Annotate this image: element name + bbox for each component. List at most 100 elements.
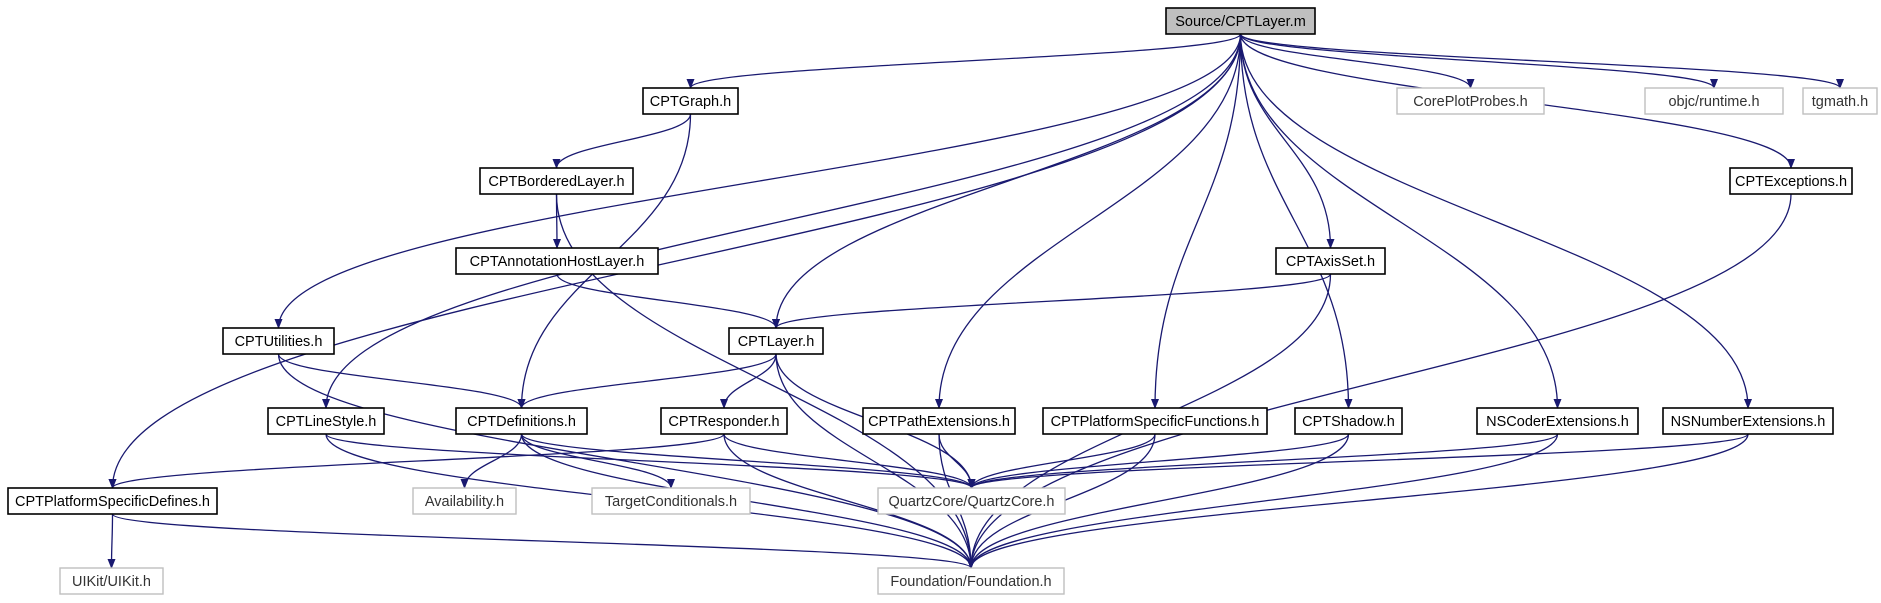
- node-platfunc[interactable]: CPTPlatformSpecificFunctions.h: [1042, 407, 1268, 435]
- node-probes-box: [1396, 87, 1545, 115]
- edge-layer-m-to-linestyle: [322, 33, 1242, 409]
- node-platfunc-label: CPTPlatformSpecificFunctions.h: [1051, 414, 1260, 430]
- node-annot[interactable]: CPTAnnotationHostLayer.h: [455, 247, 659, 275]
- node-runtime-label: objc/runtime.h: [1668, 94, 1759, 110]
- node-layer-h-label: CPTLayer.h: [738, 334, 815, 350]
- node-axisset-box: [1275, 247, 1386, 275]
- node-availability: Availability.h: [412, 487, 517, 515]
- node-shadow-label: CPTShadow.h: [1302, 414, 1395, 430]
- node-quartz-label: QuartzCore/QuartzCore.h: [888, 494, 1054, 510]
- node-foundation: Foundation/Foundation.h: [877, 567, 1065, 595]
- edge-layer-h-to-foundation: [775, 353, 975, 569]
- edge-utilities-to-foundation: [277, 353, 975, 569]
- node-layer-m[interactable]: Source/CPTLayer.m: [1165, 7, 1316, 35]
- node-probes: CorePlotProbes.h: [1396, 87, 1545, 115]
- node-annot-label: CPTAnnotationHostLayer.h: [470, 254, 645, 270]
- node-linestyle[interactable]: CPTLineStyle.h: [267, 407, 385, 435]
- edge-defs-to-targetcond: [520, 433, 675, 489]
- edge-axisset-to-layer-h: [772, 273, 1332, 329]
- edge-layer-m-to-pathext: [935, 33, 1242, 409]
- node-bordered-label: CPTBorderedLayer.h: [488, 174, 624, 190]
- node-probes-label: CorePlotProbes.h: [1413, 94, 1527, 110]
- node-defs[interactable]: CPTDefinitions.h: [455, 407, 588, 435]
- node-graph-label: CPTGraph.h: [650, 94, 731, 110]
- node-platdefines-label: CPTPlatformSpecificDefines.h: [15, 494, 210, 510]
- node-nscoder[interactable]: NSCoderExtensions.h: [1476, 407, 1639, 435]
- node-graph-box: [642, 87, 739, 115]
- node-bordered-box: [479, 167, 634, 195]
- node-pathext[interactable]: CPTPathExtensions.h: [862, 407, 1016, 435]
- node-tgmath-label: tgmath.h: [1812, 94, 1868, 110]
- node-graph[interactable]: CPTGraph.h: [642, 87, 739, 115]
- edge-nscoder-to-foundation: [967, 433, 1559, 569]
- node-uikit-label: UIKit/UIKit.h: [72, 574, 151, 590]
- node-exceptions-box: [1729, 167, 1853, 195]
- node-utilities-box: [222, 327, 335, 355]
- edge-defs-to-quartz: [520, 433, 976, 489]
- node-exceptions[interactable]: CPTExceptions.h: [1729, 167, 1853, 195]
- node-layer-h-box: [728, 327, 824, 355]
- node-responder-label: CPTResponder.h: [668, 414, 779, 430]
- node-quartz: QuartzCore/QuartzCore.h: [877, 487, 1066, 515]
- node-availability-box: [412, 487, 517, 515]
- edge-graph-to-bordered: [552, 113, 692, 169]
- edge-layer-m-to-runtime: [1239, 33, 1718, 89]
- edge-platfunc-to-quartz: [967, 433, 1156, 489]
- node-layer-m-label: Source/CPTLayer.m: [1175, 14, 1306, 30]
- node-linestyle-box: [267, 407, 385, 435]
- edge-layer-m-to-nscoder: [1239, 33, 1562, 409]
- edge-layer-m-to-nsnumber: [1239, 33, 1752, 409]
- node-axisset-label: CPTAxisSet.h: [1286, 254, 1375, 270]
- node-layer-m-box: [1165, 7, 1316, 35]
- edge-platdefines-to-foundation: [111, 513, 975, 569]
- node-nsnumber[interactable]: NSNumberExtensions.h: [1662, 407, 1834, 435]
- node-shadow[interactable]: CPTShadow.h: [1294, 407, 1403, 435]
- node-shadow-box: [1294, 407, 1403, 435]
- edge-layer-m-to-platdefines: [108, 33, 1242, 489]
- edge-nsnumber-to-foundation: [967, 433, 1749, 569]
- edge-platdefines-to-uikit: [107, 513, 116, 569]
- node-pathext-label: CPTPathExtensions.h: [868, 414, 1010, 430]
- edge-shadow-to-foundation: [967, 433, 1350, 569]
- node-runtime-box: [1644, 87, 1784, 115]
- node-uikit: UIKit/UIKit.h: [59, 567, 164, 595]
- edge-layer-m-to-platfunc: [1151, 33, 1242, 409]
- node-foundation-label: Foundation/Foundation.h: [890, 574, 1051, 590]
- node-nsnumber-label: NSNumberExtensions.h: [1671, 414, 1826, 430]
- node-targetcond-label: TargetConditionals.h: [605, 494, 737, 510]
- edge-layer-h-to-defs: [517, 353, 777, 409]
- node-linestyle-label: CPTLineStyle.h: [276, 414, 377, 430]
- node-tgmath: tgmath.h: [1802, 87, 1878, 115]
- edge-layer-h-to-responder: [720, 353, 777, 409]
- node-platdefines[interactable]: CPTPlatformSpecificDefines.h: [7, 487, 218, 515]
- node-runtime: objc/runtime.h: [1644, 87, 1784, 115]
- node-utilities[interactable]: CPTUtilities.h: [222, 327, 335, 355]
- edge-layer-m-to-shadow: [1239, 33, 1353, 409]
- node-platdefines-box: [7, 487, 218, 515]
- node-utilities-label: CPTUtilities.h: [235, 334, 323, 350]
- node-defs-box: [455, 407, 588, 435]
- node-responder-box: [660, 407, 788, 435]
- node-nscoder-box: [1476, 407, 1639, 435]
- node-pathext-box: [862, 407, 1016, 435]
- node-platfunc-box: [1042, 407, 1268, 435]
- node-axisset[interactable]: CPTAxisSet.h: [1275, 247, 1386, 275]
- edge-shadow-to-quartz: [967, 433, 1350, 489]
- node-quartz-box: [877, 487, 1066, 515]
- node-annot-box: [455, 247, 659, 275]
- edge-layer-m-to-utilities: [274, 33, 1242, 329]
- node-nsnumber-box: [1662, 407, 1834, 435]
- edge-responder-to-quartz: [723, 433, 976, 489]
- edge-annot-to-layer-h: [556, 273, 780, 329]
- node-layer-h[interactable]: CPTLayer.h: [728, 327, 824, 355]
- edge-defs-to-availability: [460, 433, 523, 489]
- node-targetcond: TargetConditionals.h: [591, 487, 751, 515]
- edge-nscoder-to-quartz: [967, 433, 1559, 489]
- node-bordered[interactable]: CPTBorderedLayer.h: [479, 167, 634, 195]
- node-availability-label: Availability.h: [425, 494, 504, 510]
- edge-layer-m-to-layer-h: [772, 33, 1242, 329]
- node-nscoder-label: NSCoderExtensions.h: [1486, 414, 1629, 430]
- node-responder[interactable]: CPTResponder.h: [660, 407, 788, 435]
- edge-linestyle-to-quartz: [325, 433, 976, 489]
